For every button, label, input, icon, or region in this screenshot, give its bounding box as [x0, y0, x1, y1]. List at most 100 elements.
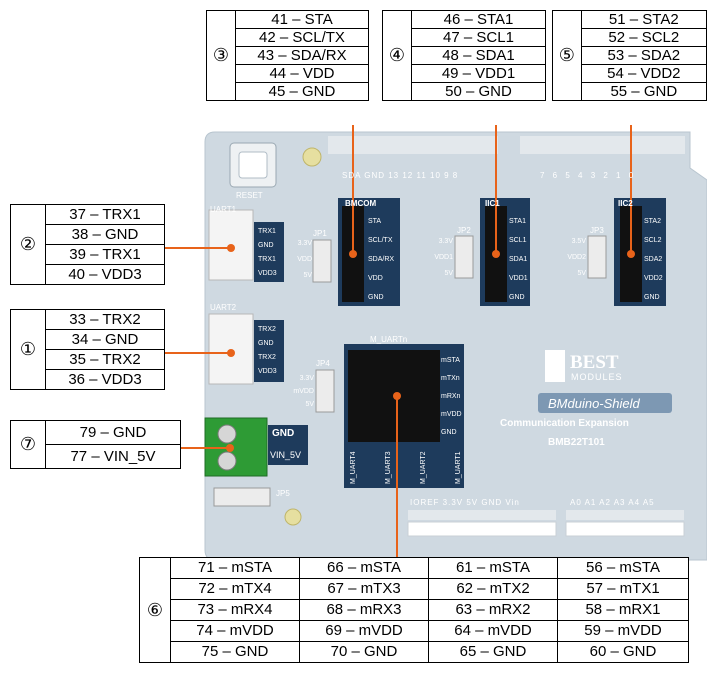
top-header-right [520, 136, 685, 154]
mounting-hole [302, 147, 322, 167]
table-cell: 50 – GND [411, 82, 546, 101]
table-cell: 68 – mRX3 [299, 599, 429, 621]
jp3-jumper [587, 235, 607, 279]
table-cell: 51 – STA2 [580, 10, 707, 29]
table-cell: 60 – GND [557, 641, 689, 663]
table-cell: 57 – mTX1 [557, 578, 689, 600]
table-cell: 69 – mVDD [299, 620, 429, 642]
table-cell: 47 – SCL1 [411, 28, 546, 47]
terminal-vin-label: VIN_5V [270, 450, 302, 460]
table-cell: 36 – VDD3 [45, 369, 165, 390]
jp4-label: JP4 [316, 359, 330, 368]
table-cell: 38 – GND [45, 224, 165, 245]
callout-6: ⑥ [139, 557, 171, 663]
iic2-label: IIC2 [618, 199, 633, 208]
pin-table-1: ① 33 – TRX2 34 – GND 35 – TRX2 36 – VDD3 [10, 309, 165, 390]
table-cell: 66 – mSTA [299, 557, 429, 579]
bottom-header-left [408, 510, 556, 520]
table-cell: 34 – GND [45, 329, 165, 350]
jp1-label: JP1 [313, 229, 327, 238]
terminal-gnd-label: GND [272, 428, 295, 439]
terminal-label-block [268, 425, 308, 465]
top-header-left [328, 136, 498, 154]
table-cell: 62 – mTX2 [428, 578, 558, 600]
table-cell: 58 – mRX1 [557, 599, 689, 621]
table-cell: 42 – SCL/TX [235, 28, 369, 47]
table-cell: 43 – SDA/RX [235, 46, 369, 65]
reset-label: RESET [236, 191, 263, 200]
jp2-label: JP2 [457, 226, 471, 235]
callout-4: ④ [382, 10, 412, 101]
pin-table-2: ② 37 – TRX1 38 – GND 39 – TRX1 40 – VDD3 [10, 204, 165, 285]
top-header-right-label: 7 6 5 4 3 2 1 0 [540, 171, 637, 180]
jp1-jumper [312, 239, 332, 283]
product-model: BMB22T101 [548, 437, 605, 448]
table-cell: 63 – mRX2 [428, 599, 558, 621]
jp2-jumper [454, 235, 474, 279]
table-cell: 73 – mRX4 [170, 599, 300, 621]
bottom-header-right-label: A0 A1 A2 A3 A4 A5 [570, 498, 655, 507]
table-cell: 33 – TRX2 [45, 309, 165, 330]
pin-table-6: ⑥ 71 – mSTA 66 – mSTA 61 – mSTA 56 – mST… [139, 557, 689, 663]
uart1-label-block [254, 222, 284, 282]
table-cell: 39 – TRX1 [45, 244, 165, 265]
table-cell: 53 – SDA2 [580, 46, 707, 65]
table-cell: 74 – mVDD [170, 620, 300, 642]
top-header-label: SDA GND 13 12 11 10 9 8 [342, 171, 459, 180]
pin-table-5: ⑤ 51 – STA2 52 – SCL2 53 – SDA2 54 – VDD… [552, 10, 707, 101]
table-cell: 70 – GND [299, 641, 429, 663]
table-cell: 56 – mSTA [557, 557, 689, 579]
bottom-header-label: IOREF 3.3V 5V GND Vin [410, 498, 520, 507]
table-cell: 79 – GND [45, 420, 181, 445]
table-cell: 77 – VIN_5V [45, 444, 181, 469]
table-cell: 75 – GND [170, 641, 300, 663]
table-cell: 65 – GND [428, 641, 558, 663]
uart1-label: UART1 [210, 205, 237, 214]
jp5-jumper [213, 487, 271, 507]
table-cell: 64 – mVDD [428, 620, 558, 642]
reset-button-cap [238, 151, 268, 179]
product-name: BMduino-Shield [548, 396, 640, 411]
logo-best: BEST [570, 352, 619, 373]
bottom-header-right [566, 510, 684, 520]
callout-7: ⑦ [10, 420, 46, 469]
callout-5: ⑤ [552, 10, 582, 101]
terminal-screw-1 [217, 424, 237, 444]
pin-table-7: ⑦ 79 – GND 77 – VIN_5V [10, 420, 181, 469]
table-cell: 35 – TRX2 [45, 349, 165, 370]
uart2-label-block [254, 320, 284, 382]
bottom-socket-right [565, 521, 685, 537]
uart2-label: UART2 [210, 303, 237, 312]
product-name-plate [538, 393, 672, 413]
jp5-label: JP5 [276, 489, 290, 498]
pin-table-3: ③ 41 – STA 42 – SCL/TX 43 – SDA/RX 44 – … [206, 10, 369, 101]
jp4-jumper [315, 369, 335, 413]
table-cell: 71 – mSTA [170, 557, 300, 579]
table-cell: 52 – SCL2 [580, 28, 707, 47]
table-cell: 54 – VDD2 [580, 64, 707, 83]
logo-modules: MODULES [571, 372, 623, 382]
iic1-label: IIC1 [485, 199, 500, 208]
table-cell: 41 – STA [235, 10, 369, 29]
terminal-screw-2 [217, 451, 237, 471]
table-cell: 72 – mTX4 [170, 578, 300, 600]
table-cell: 67 – mTX3 [299, 578, 429, 600]
table-cell: 44 – VDD [235, 64, 369, 83]
bottom-socket-left [407, 521, 557, 537]
muart-column-labels: M_UART4 M_UART3 M_UART2 M_UART1 [350, 451, 462, 484]
table-cell: 48 – SDA1 [411, 46, 546, 65]
pin-table-4: ④ 46 – STA1 47 – SCL1 48 – SDA1 49 – VDD… [382, 10, 546, 101]
bmcom-label: BMCOM [345, 199, 377, 208]
callout-1: ① [10, 309, 46, 390]
table-cell: 46 – STA1 [411, 10, 546, 29]
table-cell: 61 – mSTA [428, 557, 558, 579]
table-cell: 37 – TRX1 [45, 204, 165, 225]
